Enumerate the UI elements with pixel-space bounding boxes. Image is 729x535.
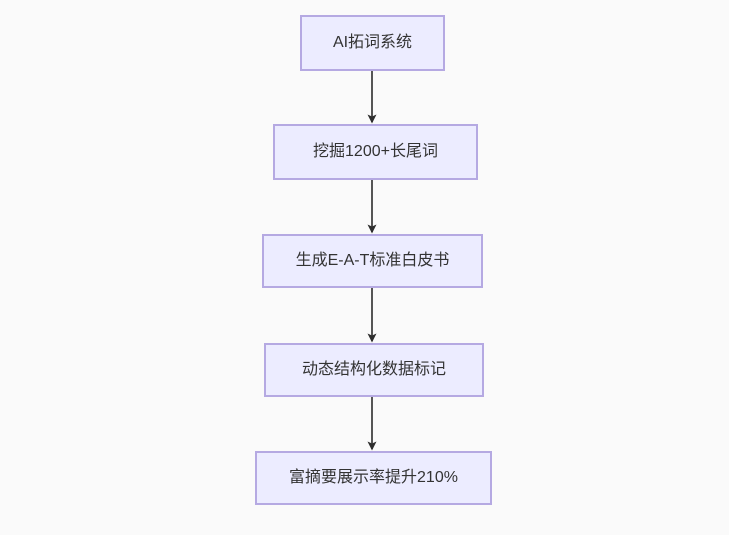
node-label: 动态结构化数据标记 — [301, 361, 446, 379]
node-label: 富摘要展示率提升210% — [289, 469, 458, 487]
node-label: 挖掘1200+长尾词 — [313, 143, 438, 161]
node-label: 生成E-A-T标准白皮书 — [295, 252, 450, 270]
node-mine-longtail-keywords: 挖掘1200+长尾词 — [273, 124, 478, 180]
node-rich-snippet-rate-increase: 富摘要展示率提升210% — [255, 451, 492, 505]
node-dynamic-structured-data-markup: 动态结构化数据标记 — [264, 343, 484, 397]
node-ai-word-expansion-system: AI拓词系统 — [300, 15, 445, 71]
node-generate-eat-whitepaper: 生成E-A-T标准白皮书 — [262, 234, 483, 288]
node-label: AI拓词系统 — [332, 34, 413, 52]
